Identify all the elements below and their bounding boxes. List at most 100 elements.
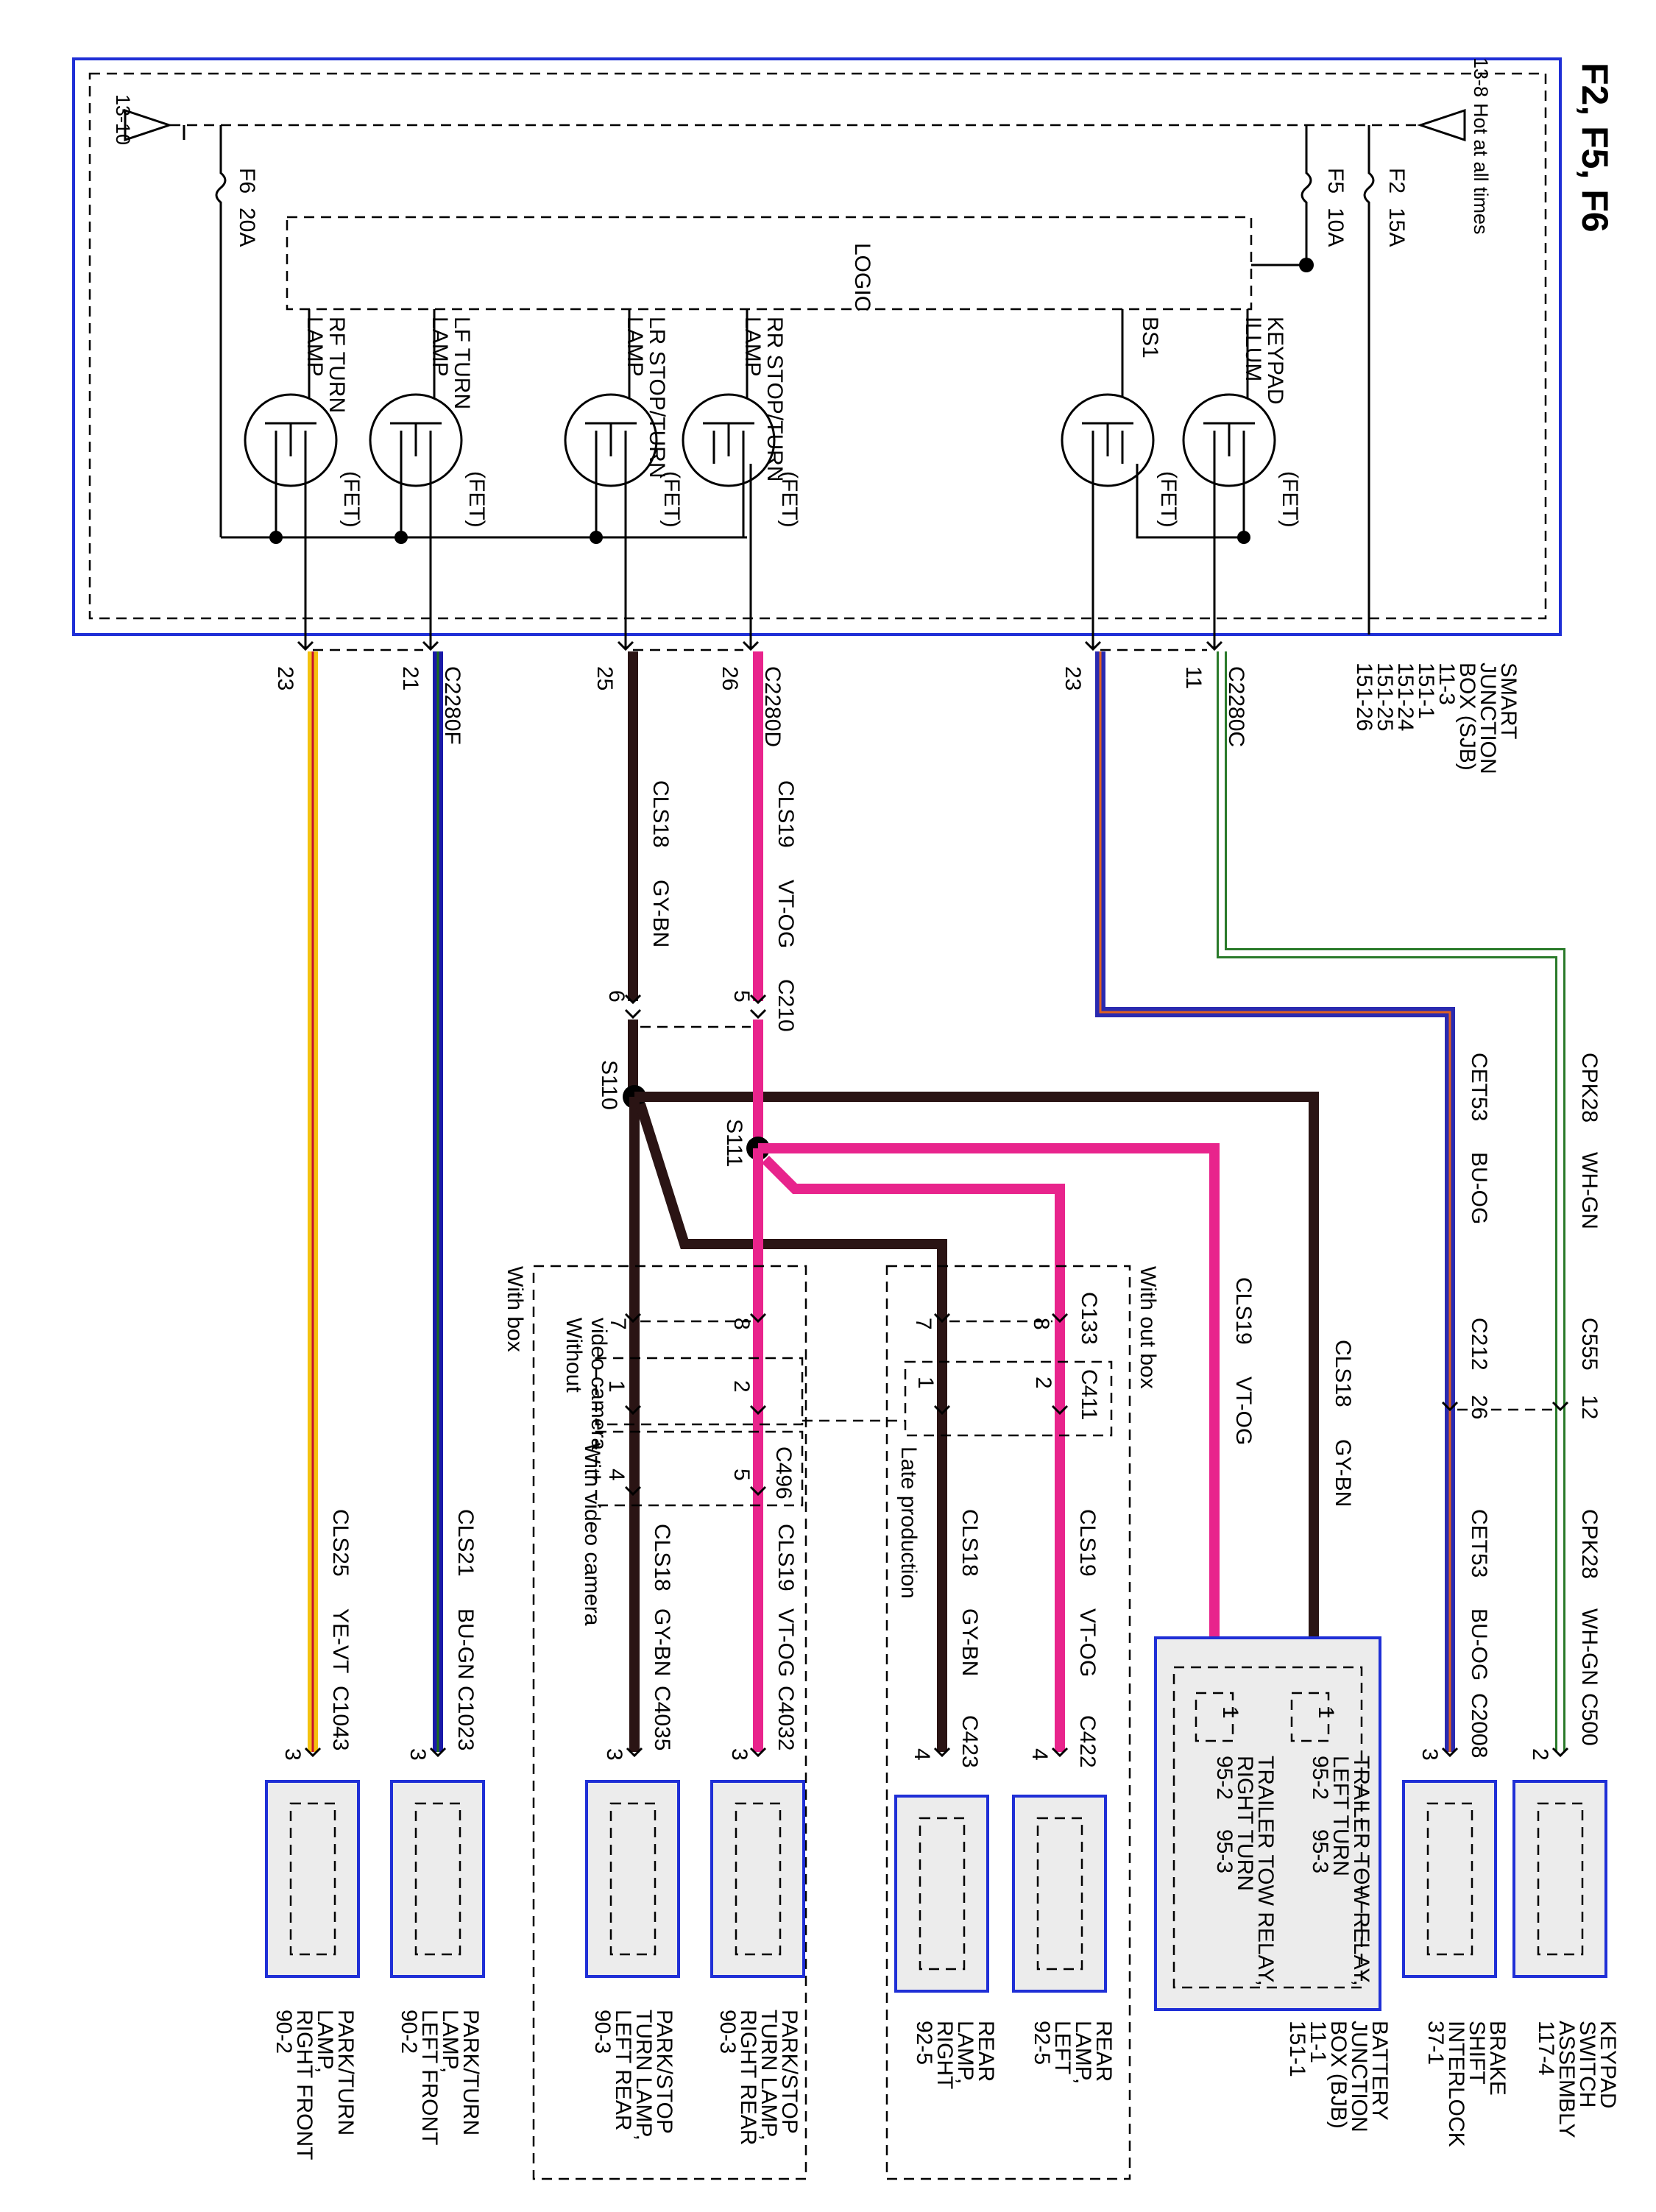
battery-junction-box: [1154, 1636, 1381, 2011]
park-stop-right-rear: [710, 1780, 805, 1978]
pin-c133-gy: 7: [911, 1318, 935, 1330]
output-rf-line1: RF TURN: [325, 317, 349, 413]
component-rear-l-label: REAR LAMP, LEFT 92-5: [1030, 2021, 1116, 2091]
rear-lamp-left: [1012, 1795, 1107, 1993]
conn-c1023: C1023: [453, 1686, 478, 1750]
conn-c2008: C2008: [1467, 1693, 1491, 1758]
conn-c496: C496: [771, 1446, 796, 1499]
with-box-region: [532, 1265, 807, 2180]
fet-lr-icon: [564, 393, 658, 487]
wire-gy-bn-bjb: [634, 1092, 1319, 1678]
output-rf-label: RF TURNLAMP: [302, 317, 349, 413]
fuse-f5-id: F5: [1323, 168, 1348, 194]
with-out-box-region: [885, 1265, 1131, 2180]
conn-c133: C133: [1077, 1292, 1101, 1345]
c411-box: [904, 1360, 1113, 1437]
pin-sjb-rf: 23: [273, 666, 297, 690]
with-camera-box: [595, 1430, 804, 1507]
wire-bu-og: [1095, 651, 1455, 1752]
label-cpk28-bottom: CPK28: [1577, 1509, 1602, 1579]
fuse-f2-rating: 15A: [1384, 208, 1409, 247]
label-cls19-bjb: CLS19: [1231, 1277, 1256, 1345]
label-cet53-top: CET53: [1467, 1053, 1491, 1121]
component-connector-pins: [304, 1747, 1569, 1758]
output-lf-label: LF TURNLAMP: [428, 317, 474, 409]
output-bs1-label: BS1: [1138, 317, 1162, 358]
label-wh-gn-bottom: WH-GN: [1577, 1608, 1602, 1686]
logic-feed-splice: [1299, 258, 1314, 272]
conn-c2280f: C2280F: [440, 666, 464, 745]
fuse-f2-id: F2: [1384, 168, 1409, 194]
output-lr-label: LR STOP/TURNLAMP: [623, 317, 669, 478]
pin-sjb-lr: 25: [592, 666, 617, 690]
with-box-label: With box: [503, 1266, 527, 1352]
bjb-relay-left: TRAILER TOW RELAY, LEFT TURN 95-2 95-3: [1308, 1756, 1373, 1992]
conn-c411: C411: [1077, 1369, 1101, 1421]
f6-supply-bus: [221, 464, 747, 539]
component-rr-label: PARK/STOP TURN LAMP, RIGHT REAR 90-3: [715, 2010, 802, 2152]
label-cls19-rear: CLS19: [1075, 1509, 1100, 1577]
pin-box-vt: 8: [729, 1318, 754, 1330]
label-bu-og-bottom: BU-OG: [1467, 1608, 1491, 1681]
label-cls18-rear: CLS18: [958, 1509, 982, 1577]
fet-keypad-icon: [1182, 393, 1276, 487]
c210-pins: [624, 994, 767, 1020]
fuse-f5-rating: 10A: [1323, 208, 1348, 247]
pin-sjb-lf: 21: [398, 666, 422, 690]
pin-c133-vt: 8: [1029, 1318, 1053, 1330]
pin-park-rf: 3: [280, 1748, 305, 1761]
page-title: F2, F5, F6: [1574, 63, 1616, 233]
fet-output-lines: [304, 464, 1216, 648]
hot-input-right-icon: [1417, 108, 1466, 142]
pin-bjb-2: 1: [1314, 1706, 1338, 1719]
pin-c555: 12: [1577, 1395, 1602, 1419]
pin-bji: 3: [1418, 1748, 1442, 1761]
fet-rf-tag: (FET): [339, 471, 364, 528]
pin-bjb-1: 1: [1218, 1706, 1242, 1719]
label-cls18-top: CLS18: [648, 780, 673, 848]
label-gy-bn-lr: GY-BN: [650, 1608, 674, 1676]
pin-c210-gy: 6: [604, 990, 629, 1003]
pin-c496-vt: 5: [729, 1469, 754, 1481]
pin-rear-l: 4: [1027, 1748, 1052, 1761]
sjb-name: SMART JUNCTION BOX (SJB) 11-3 151-1 151-…: [1352, 662, 1521, 780]
fet-bs1-icon: [1061, 393, 1155, 487]
conn-c555: C555: [1577, 1318, 1602, 1371]
output-keypad-label: KEYPADILLUM: [1241, 317, 1287, 405]
pin-sjb-bs: 23: [1061, 666, 1085, 690]
label-cls21: CLS21: [453, 1509, 478, 1577]
pin-rr: 3: [727, 1748, 751, 1761]
left-ref: 13-10: [112, 94, 134, 145]
output-rr-label: RR STOP/TURNLAMP: [740, 317, 787, 481]
splice-rf: [269, 531, 283, 544]
label-cls19-top: CLS19: [774, 780, 798, 848]
fet-rr-icon: [682, 393, 776, 487]
keypad-switch-assembly: [1512, 1780, 1607, 1978]
splice-lf: [394, 531, 408, 544]
pin-c210-vt: 5: [729, 990, 754, 1003]
hot-label: Hot at all times: [1470, 103, 1492, 235]
label-gy-bn-rear: GY-BN: [958, 1608, 982, 1676]
pin-c411-gy: 1: [913, 1377, 938, 1389]
label-cls18-bjb: CLS18: [1331, 1340, 1355, 1407]
pin-box-c411-vt: 2: [729, 1380, 754, 1393]
fuse-f6-id: F6: [235, 168, 259, 194]
pin-box-c411-gy: 1: [604, 1380, 629, 1393]
label-ye-vt: YE-VT: [328, 1608, 353, 1673]
conn-c212: C212: [1467, 1318, 1491, 1371]
label-gy-bn-bjb: GY-BN: [1331, 1439, 1355, 1507]
label-cet53-bottom: CET53: [1467, 1509, 1491, 1577]
fuse-f6-rating: 20A: [235, 208, 259, 247]
park-turn-right-front: [265, 1780, 360, 1978]
pin-c212: 26: [1467, 1395, 1491, 1419]
pin-sjb-kp: 11: [1181, 666, 1206, 689]
label-vt-og-bjb: VT-OG: [1231, 1377, 1256, 1445]
splice-lr: [590, 531, 603, 544]
wire-gy-bn-rear-right: [635, 1102, 947, 1752]
wire-vt-og-bjb: [758, 1143, 1220, 1678]
fet-lr-tag: (FET): [659, 471, 684, 528]
component-lr-label: PARK/STOP TURN LAMP, LEFT REAR 90-3: [590, 2010, 676, 2146]
fuse-f2-wire: [1363, 140, 1375, 635]
